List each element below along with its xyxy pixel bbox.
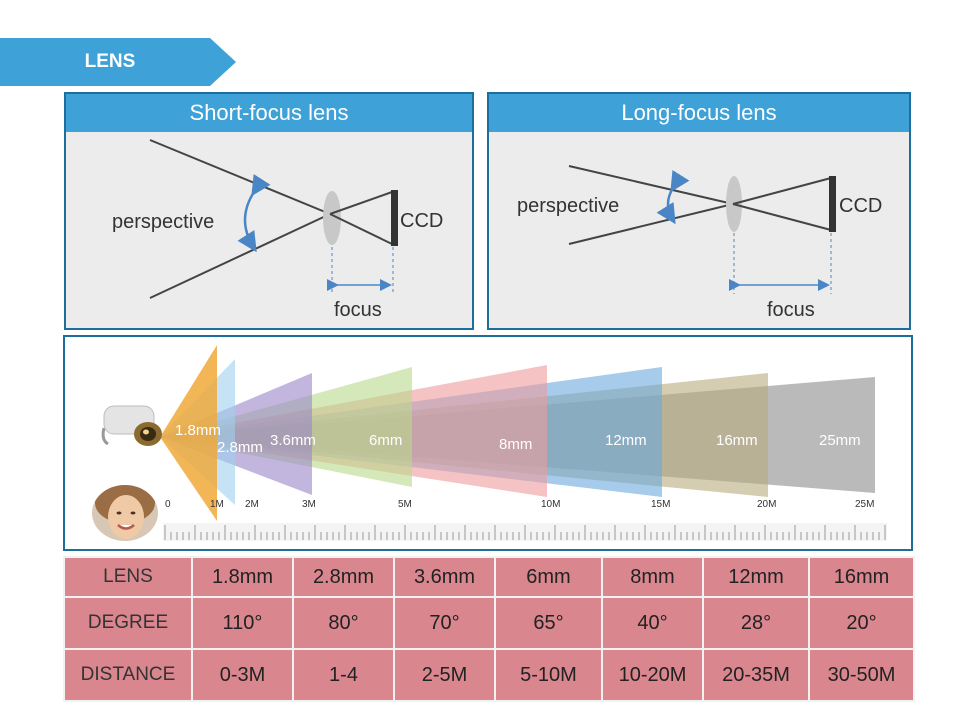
table-cell: 12mm [702, 556, 810, 598]
perspective-label: perspective [112, 211, 214, 233]
lower-ray [568, 203, 734, 245]
table-cell: 40° [601, 596, 704, 650]
distance-mark: 3M [302, 499, 316, 510]
ccd-upper-ray [732, 177, 832, 205]
beam-label: 25mm [819, 432, 861, 449]
table-cell: 28° [702, 596, 810, 650]
row-header: DISTANCE [63, 648, 193, 702]
distance-mark: 25M [855, 499, 874, 510]
focus-label: focus [767, 299, 815, 321]
table-cell: 65° [494, 596, 603, 650]
security-camera-icon [98, 400, 168, 450]
distance-mark: 0 [165, 499, 171, 510]
table-cell: 2-5M [393, 648, 496, 702]
table-row-lens: LENS 1.8mm 2.8mm 3.6mm 6mm 8mm 12mm 16mm [63, 556, 915, 598]
table-cell: 8mm [601, 556, 704, 598]
ccd-label: CCD [839, 195, 882, 217]
table-cell: 5-10M [494, 648, 603, 702]
table-cell: 2.8mm [292, 556, 395, 598]
table-cell: 20-35M [702, 648, 810, 702]
ccd-label: CCD [400, 210, 443, 232]
short-focus-panel: Short-focus lens perspective CCD focus [64, 92, 474, 330]
table-row-degree: DEGREE 110° 80° 70° 65° 40° 28° 20° [63, 596, 915, 650]
upper-ray [149, 139, 331, 215]
ribbon-shape [0, 38, 236, 86]
ccd-lower-ray [732, 203, 832, 231]
ccd-sensor [391, 190, 398, 246]
ccd-lower-ray [329, 213, 393, 245]
distance-marks: 0 1M 2M 3M 5M 10M 15M 20M 25M [165, 499, 874, 510]
lens-spec-table: LENS 1.8mm 2.8mm 3.6mm 6mm 8mm 12mm 16mm… [63, 556, 915, 702]
table-cell: 6mm [494, 556, 603, 598]
ribbon-title: LENS [84, 51, 136, 72]
beam-label: 6mm [369, 432, 402, 449]
table-cell: 110° [191, 596, 294, 650]
lower-ray [149, 213, 331, 299]
beam-label: 12mm [605, 432, 647, 449]
beam-label: 2.8mm [217, 439, 263, 456]
distance-mark: 20M [757, 499, 776, 510]
perspective-arc [656, 169, 690, 225]
long-focus-title: Long-focus lens [489, 94, 909, 132]
row-header: DEGREE [63, 596, 193, 650]
distance-mark: 1M [210, 499, 224, 510]
beam-3-6mm [160, 373, 312, 495]
focus-label: focus [334, 299, 382, 321]
ccd-upper-ray [329, 191, 393, 215]
beam-label: 8mm [499, 436, 532, 453]
long-focus-diagram: perspective CCD focus [517, 165, 882, 321]
table-cell: 1.8mm [191, 556, 294, 598]
table-cell: 70° [393, 596, 496, 650]
lens-ribbon: LENS [0, 38, 236, 86]
distance-mark: 15M [651, 499, 670, 510]
long-focus-panel: Long-focus lens perspective CCD focus [487, 92, 911, 330]
table-cell: 80° [292, 596, 395, 650]
distance-mark: 10M [541, 499, 560, 510]
distance-mark: 5M [398, 499, 412, 510]
short-focus-title: Short-focus lens [66, 94, 472, 132]
table-cell: 0-3M [191, 648, 294, 702]
distance-ruler [163, 523, 887, 541]
beam-label: 3.6mm [270, 432, 316, 449]
short-focus-diagram: perspective CCD focus [112, 139, 443, 321]
upper-ray [568, 165, 734, 205]
beam-1-8mm [160, 345, 217, 521]
perspective-label: perspective [517, 195, 619, 217]
distance-mark: 2M [245, 499, 259, 510]
table-cell: 30-50M [808, 648, 915, 702]
table-row-distance: DISTANCE 0-3M 1-4 2-5M 5-10M 10-20M 20-3… [63, 648, 915, 702]
perspective-arc [237, 173, 271, 253]
table-cell: 1-4 [292, 648, 395, 702]
person-face-icon [92, 485, 158, 541]
row-header: LENS [63, 556, 193, 598]
table-cell: 20° [808, 596, 915, 650]
lens-shape [323, 191, 341, 245]
table-cell: 16mm [808, 556, 915, 598]
beam-label: 1.8mm [175, 422, 221, 439]
ccd-sensor [829, 176, 836, 232]
beam-label: 16mm [716, 432, 758, 449]
table-cell: 10-20M [601, 648, 704, 702]
table-cell: 3.6mm [393, 556, 496, 598]
